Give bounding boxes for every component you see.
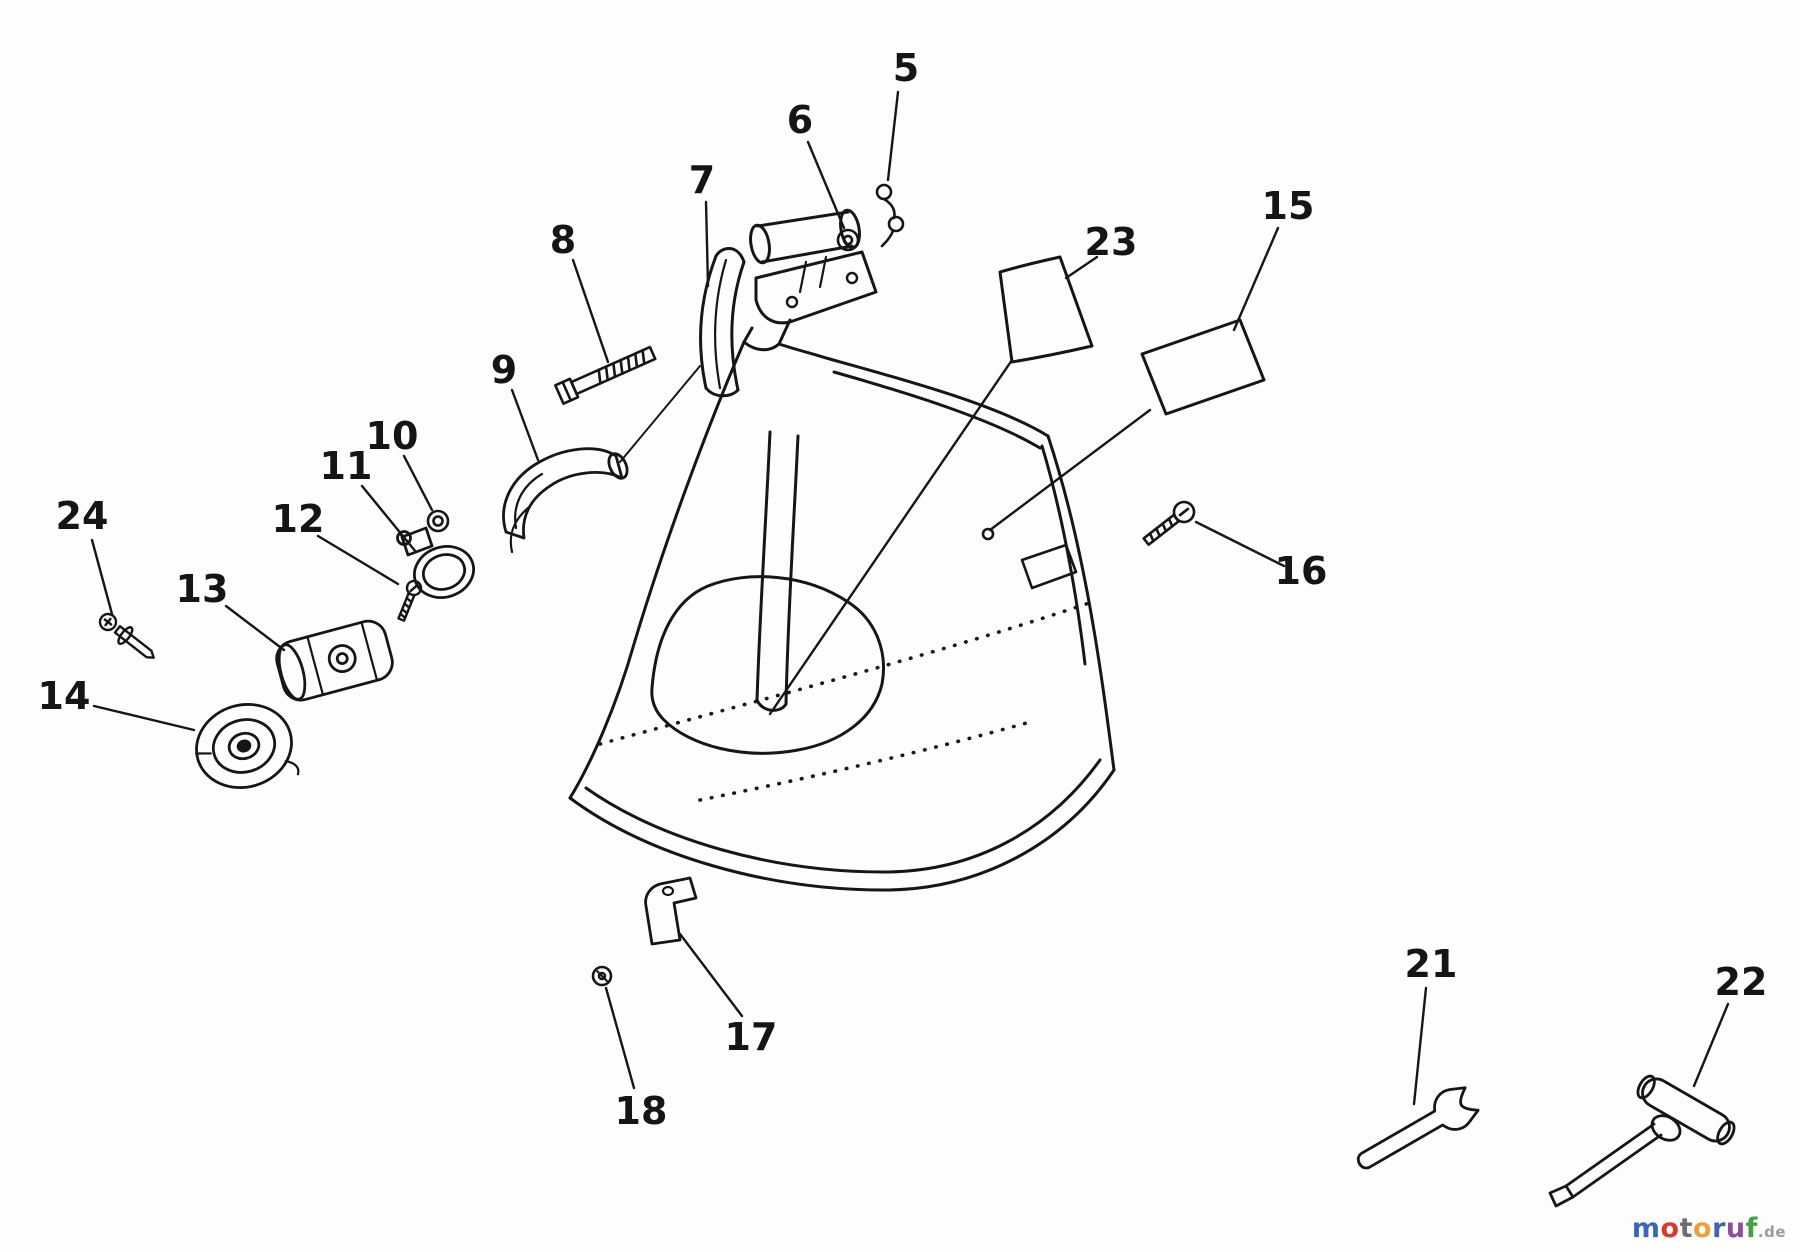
callout-22: 22 — [1715, 960, 1768, 1004]
part-5-pin — [875, 183, 905, 248]
leader-13 — [224, 604, 286, 652]
leader-9 — [510, 388, 540, 462]
watermark-letter: f — [1745, 1213, 1758, 1244]
part-10-nut — [426, 509, 450, 533]
part-8-bolt — [554, 345, 657, 405]
callout-24: 24 — [56, 494, 109, 538]
watermark-letter: o — [1693, 1213, 1713, 1244]
watermark-letter: m — [1631, 1213, 1661, 1244]
callout-10: 10 — [366, 414, 419, 458]
callout-7: 7 — [689, 158, 715, 202]
part-16-screw — [1142, 500, 1196, 547]
leader-11 — [360, 484, 418, 554]
part-22-t-handle-tool — [1548, 1074, 1736, 1208]
callout-15: 15 — [1262, 184, 1315, 228]
callout-9: 9 — [491, 348, 517, 392]
leader-21 — [1412, 986, 1428, 1106]
callout-18: 18 — [615, 1089, 668, 1133]
assembly-line-15 — [988, 408, 1152, 532]
part-18-screw — [591, 965, 613, 987]
leader-17 — [678, 932, 744, 1018]
callout-13: 13 — [176, 567, 229, 611]
leader-24 — [90, 538, 114, 616]
leader-18 — [604, 986, 636, 1090]
callout-6: 6 — [787, 98, 813, 142]
callout-16: 16 — [1275, 549, 1328, 593]
part-15-plate — [1140, 318, 1266, 416]
assembly-line-9 — [619, 365, 701, 463]
watermark-letter: o — [1660, 1213, 1680, 1244]
callout-8: 8 — [550, 218, 576, 262]
callout-17: 17 — [725, 1015, 778, 1059]
part-21-wrench — [1356, 1086, 1480, 1170]
part-drawings — [98, 183, 1736, 1208]
leader-23 — [1064, 255, 1099, 280]
leader-7 — [704, 200, 710, 288]
part-17-clip — [644, 876, 698, 946]
leader-12 — [316, 534, 400, 586]
watermark-letter: u — [1725, 1213, 1746, 1244]
leader-8 — [571, 258, 610, 364]
part-shield — [568, 318, 1116, 892]
callout-11: 11 — [320, 444, 373, 488]
part-24-screw — [98, 612, 155, 659]
part-6-washer — [836, 228, 860, 252]
leader-14 — [92, 704, 196, 732]
part-shaft-bracket — [749, 208, 878, 325]
part-13-coupler — [275, 619, 394, 702]
callout-23: 23 — [1085, 220, 1138, 264]
callout-labels: 5 6 7 8 9 10 11 12 13 14 15 16 17 18 21 … — [38, 46, 1768, 1133]
part-9-saddle — [502, 447, 629, 554]
leader-10 — [402, 454, 434, 512]
watermark-motoruf: motoruf.de — [1632, 1213, 1786, 1244]
part-23-wedge — [998, 255, 1094, 364]
leader-5 — [886, 90, 900, 182]
leader-16 — [1194, 520, 1286, 568]
part-14-mount — [195, 703, 300, 789]
assembly-line-23 — [768, 358, 1014, 716]
callout-12: 12 — [272, 497, 325, 541]
leader-22 — [1692, 1002, 1730, 1088]
callout-21: 21 — [1405, 942, 1458, 986]
callout-14: 14 — [38, 674, 91, 718]
leader-lines — [90, 90, 1730, 1106]
watermark-suffix: .de — [1757, 1223, 1786, 1241]
part-7-clamp — [699, 247, 746, 398]
leader-15 — [1232, 226, 1280, 332]
leader-6 — [806, 140, 846, 230]
watermark-letter: r — [1712, 1213, 1726, 1244]
watermark-letter: t — [1679, 1213, 1694, 1244]
callout-5: 5 — [893, 46, 919, 90]
part-12-screw — [397, 579, 423, 622]
